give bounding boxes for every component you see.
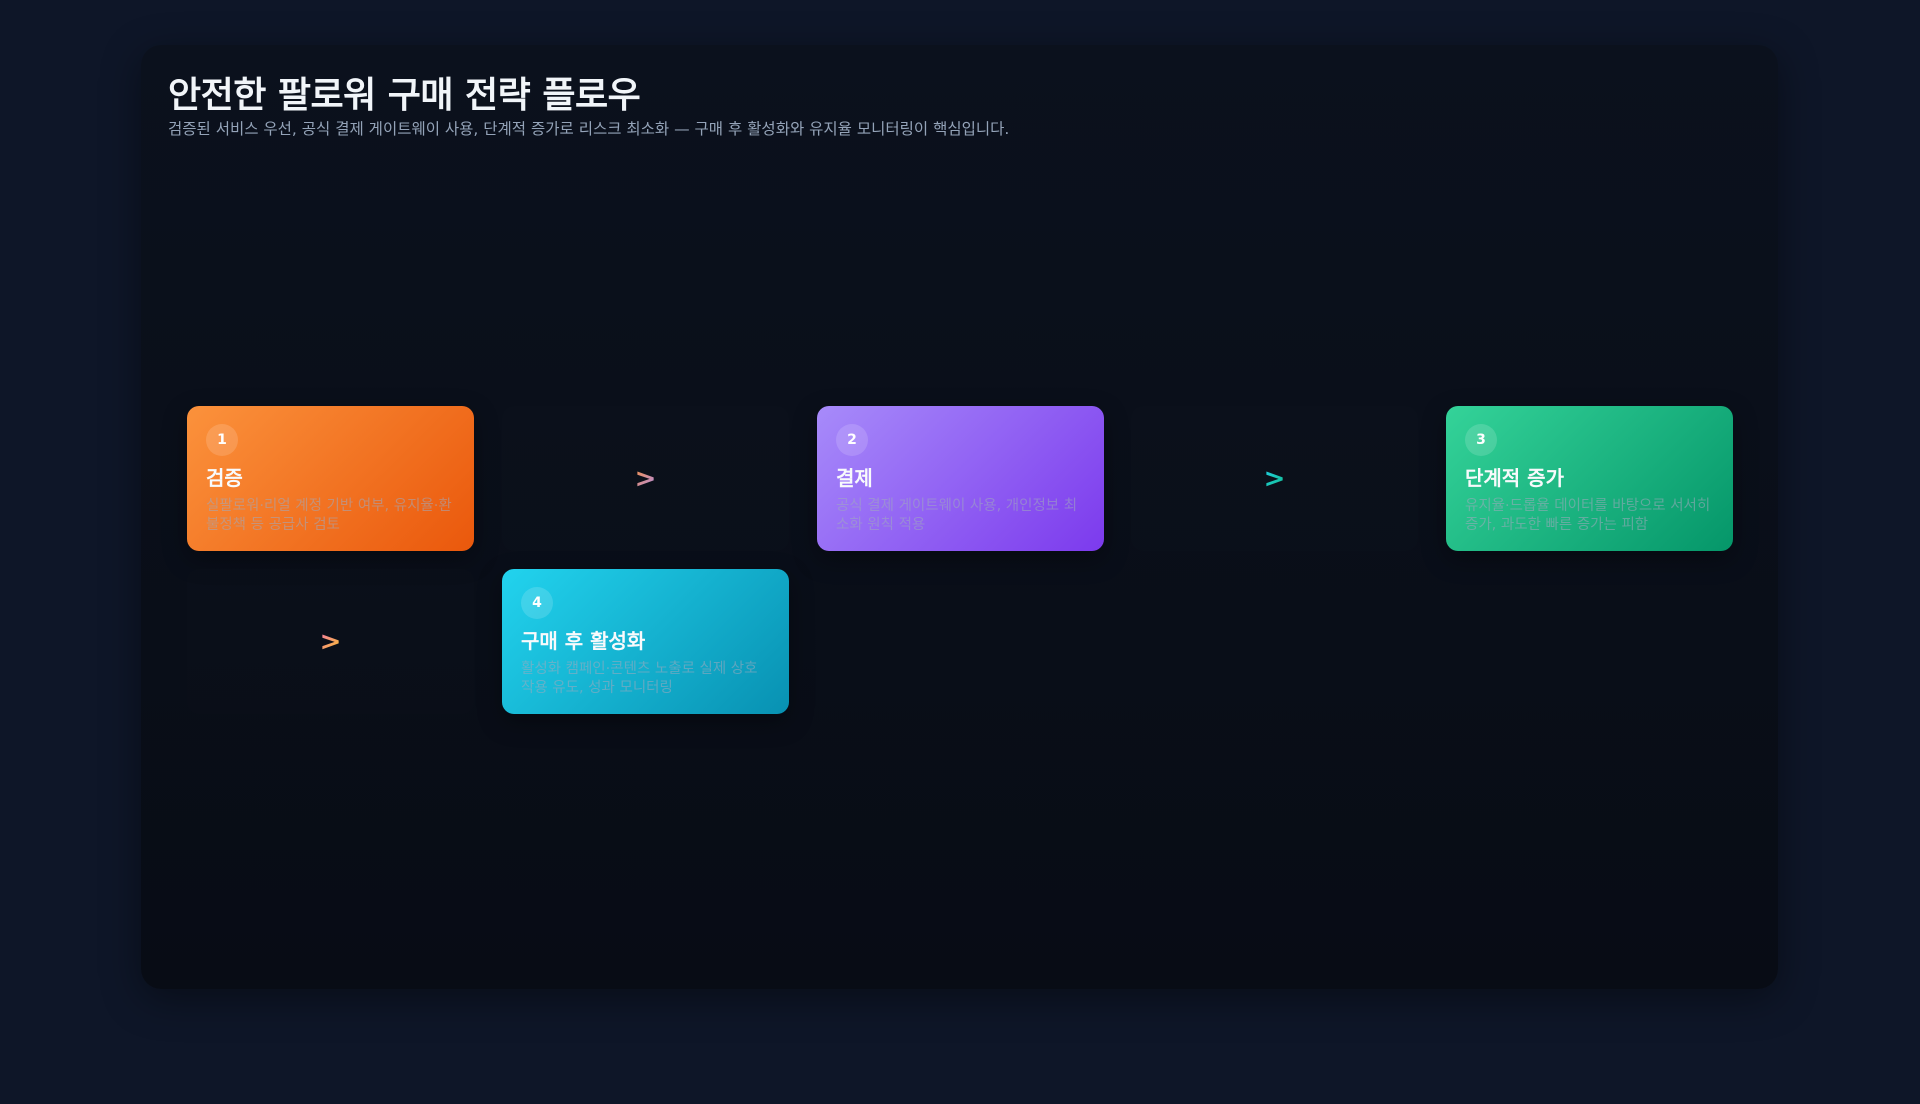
chevron-right-icon: > (634, 463, 657, 494)
step-card-activation: 4 구매 후 활성화 활성화 캠페인·콘텐츠 노출로 실제 상호작용 유도, 성… (502, 569, 789, 714)
step-description: 유지율·드롭율 데이터를 바탕으로 서서히 증가, 과도한 빠른 증가는 피함 (1465, 498, 1711, 533)
step-card-verify: 1 검증 실팔로워·리얼 계정 기반 여부, 유지율·환불정책 등 공급사 검토 (187, 406, 474, 551)
step-number-badge: 4 (521, 587, 553, 619)
flow-connector: > (187, 569, 474, 714)
step-title: 단계적 증가 (1465, 466, 1564, 490)
step-number-badge: 2 (836, 424, 868, 456)
step-title: 검증 (206, 466, 243, 490)
chevron-right-icon: > (319, 626, 342, 657)
step-title: 구매 후 활성화 (521, 629, 646, 653)
step-card-gradual-increase: 3 단계적 증가 유지율·드롭율 데이터를 바탕으로 서서히 증가, 과도한 빠… (1446, 406, 1733, 551)
step-description: 공식 결제 게이트웨이 사용, 개인정보 최소화 원칙 적용 (836, 498, 1078, 533)
page-subtitle: 검증된 서비스 우선, 공식 결제 게이트웨이 사용, 단계적 증가로 리스크 … (168, 120, 1010, 138)
step-title: 결제 (836, 466, 873, 490)
step-description: 실팔로워·리얼 계정 기반 여부, 유지율·환불정책 등 공급사 검토 (206, 498, 452, 533)
step-description: 활성화 캠페인·콘텐츠 노출로 실제 상호작용 유도, 성과 모니터링 (521, 661, 758, 696)
step-number-badge: 1 (206, 424, 238, 456)
chevron-right-icon: > (1263, 463, 1286, 494)
page-title: 안전한 팔로워 구매 전략 플로우 (168, 75, 641, 116)
step-card-payment: 2 결제 공식 결제 게이트웨이 사용, 개인정보 최소화 원칙 적용 (817, 406, 1104, 551)
flow-connector: > (502, 406, 789, 551)
step-number-badge: 3 (1465, 424, 1497, 456)
flow-connector: > (1131, 406, 1418, 551)
